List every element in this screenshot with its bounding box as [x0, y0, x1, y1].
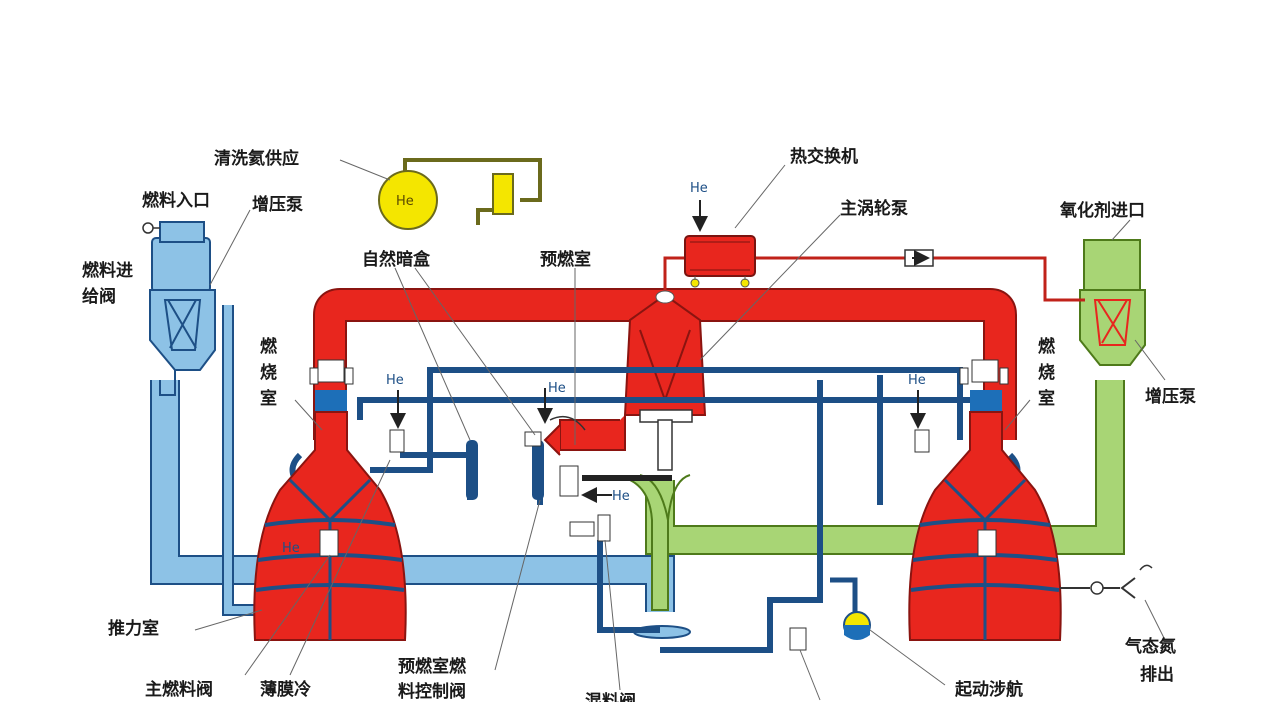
he-tag: He [908, 373, 926, 388]
check-valve [904, 249, 934, 267]
purge-helium-supply: He [378, 158, 542, 230]
helium-valves-left: He He [309, 367, 1009, 429]
he-tag: He [282, 541, 300, 556]
he-tag: He [612, 489, 630, 504]
label-oxidizer-inlet: 氧化剂进口 [1059, 200, 1145, 221]
label-preburner: 预燃室 [540, 249, 591, 270]
label-combustion-chamber-right-1: 燃 [1038, 336, 1056, 357]
thrust-chamber-right [908, 359, 1062, 641]
helium-tank-icon [378, 170, 438, 230]
label-booster-pump-left: 增压泵 [252, 194, 303, 215]
nitrogen-vent [1060, 564, 1153, 599]
he-tag: He [386, 373, 404, 388]
label-thrust-chamber: 推力室 [108, 618, 159, 639]
heat-exchanger-line [663, 256, 1085, 302]
label-combustion-chamber-left-1: 燃 [260, 336, 278, 357]
label-fuel-inlet: 燃料入口 [142, 190, 210, 211]
label-fuel-feed-valve-2: 给阀 [82, 286, 116, 307]
label-combustion-chamber-right-3: 室 [1038, 388, 1055, 409]
label-fuel-feed-valve-1: 燃料进 [82, 260, 133, 281]
label-bottom-cut-1: 混料阀 [585, 691, 636, 702]
label-film-cooling: 薄膜冷 [260, 679, 311, 700]
label-nitrogen-vent-1: 气态氮 [1124, 636, 1176, 657]
fuel-inlet-tank [142, 221, 216, 396]
label-nitrogen-vent-2: 排出 [1140, 664, 1174, 685]
labels: 清洗氦供应 燃料入口 增压泵 燃料进 给阀 自然暗盒 预燃室 热交换机 主涡轮泵… [82, 146, 1196, 702]
label-booster-pump-right: 增压泵 [1145, 386, 1196, 407]
he-tag: He [548, 381, 566, 396]
label-preburner-fuel-valve-2: 料控制阀 [398, 681, 466, 702]
label-main-fuel-valve: 主燃料阀 [145, 679, 213, 700]
heat-exchanger: He [684, 181, 756, 288]
start-tank [789, 577, 871, 651]
leader-lines [194, 159, 1166, 701]
label-combustion-chamber-left-3: 室 [260, 388, 277, 409]
label-combustion-chamber-right-2: 烧 [1038, 363, 1055, 383]
label-preburner-fuel-valve-1: 预燃室燃 [398, 656, 467, 677]
he-tag: He [690, 181, 708, 196]
main-turbopump [543, 290, 707, 639]
label-combustion-chamber-left-2: 烧 [260, 363, 277, 383]
fuel-lines [150, 305, 675, 616]
thrust-chamber-left: He [253, 359, 407, 641]
label-heat-exchanger: 热交换机 [790, 146, 858, 167]
he-tag: He [396, 194, 414, 209]
label-start-tank: 起动涉航 [954, 679, 1023, 700]
label-purge-helium-supply: 清洗氦供应 [214, 148, 299, 169]
hypergol-cartridges: He He [466, 381, 672, 542]
oxidizer-inlet-tank [1079, 239, 1146, 366]
label-hypergol-cartridge: 自然暗盒 [362, 249, 431, 270]
label-main-turbopump: 主涡轮泵 [840, 198, 908, 219]
